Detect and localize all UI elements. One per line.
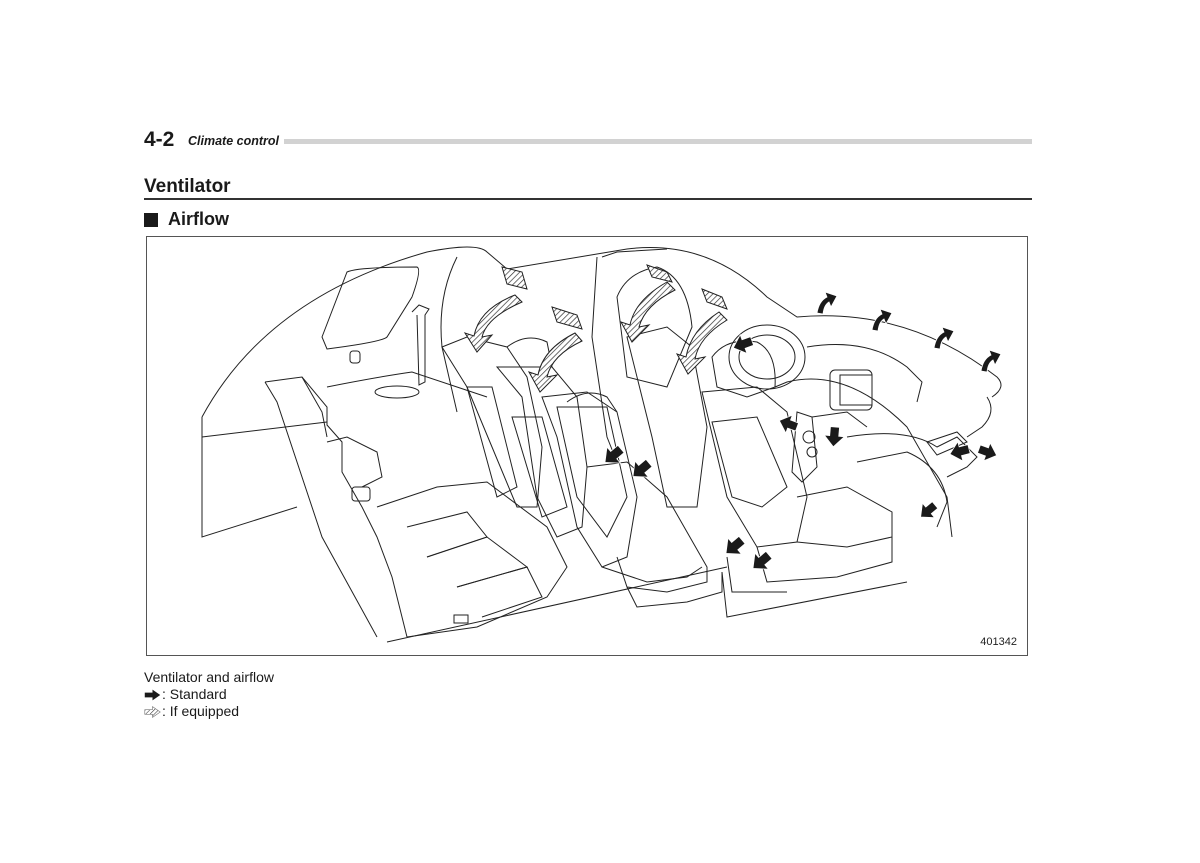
figure-code: 401342 xyxy=(980,636,1017,648)
chapter-title: Climate control xyxy=(188,134,279,148)
defrost-arrow-4 xyxy=(980,349,1002,373)
hatched-arrow-icon xyxy=(144,705,161,718)
vehicle-interior-illustration xyxy=(201,246,1002,643)
side-vent-arrow-right xyxy=(975,439,1001,465)
defrost-arrow-1 xyxy=(816,291,838,315)
header-rule xyxy=(284,139,1032,144)
hatched-arrow-rear-left xyxy=(463,294,523,353)
subsection-label: Airflow xyxy=(168,209,229,229)
center-vent-arrow-down xyxy=(823,425,846,448)
solid-arrow-icon xyxy=(144,689,161,700)
legend-if-equipped: : If equipped xyxy=(144,703,274,720)
caption-title: Ventilator and airflow xyxy=(144,669,274,685)
defrost-arrow-3 xyxy=(933,326,955,350)
rear-foot-arrow-1 xyxy=(597,440,629,471)
hatched-arrow-front-right xyxy=(675,311,728,375)
page-number: 4-2 xyxy=(144,128,175,151)
interior-line-art xyxy=(201,246,1002,643)
square-bullet-icon xyxy=(144,212,158,227)
if-equipped-arrows xyxy=(463,281,728,393)
steering-vent-arrow xyxy=(729,331,756,358)
hatched-arrow-rear-right xyxy=(527,332,583,393)
standard-arrows xyxy=(597,291,1002,577)
section-rule xyxy=(144,198,1032,200)
rear-foot-arrow-4 xyxy=(745,546,777,577)
figure-caption: Ventilator and airflow : Standard : If e… xyxy=(144,669,274,720)
airflow-figure: 401342 xyxy=(146,236,1028,656)
front-foot-arrow xyxy=(914,497,942,525)
legend-standard-label: : Standard xyxy=(162,686,227,702)
rear-foot-arrow-3 xyxy=(718,531,750,562)
hatched-arrow-front-left xyxy=(619,281,676,343)
subsection-title: Airflow xyxy=(144,209,229,230)
side-vent-arrow-left xyxy=(946,439,972,465)
legend-standard: : Standard xyxy=(144,686,274,703)
section-title: Ventilator xyxy=(144,176,231,197)
legend-if-equipped-label: : If equipped xyxy=(162,703,240,719)
page-header: 4-2 Climate control xyxy=(144,128,1032,151)
